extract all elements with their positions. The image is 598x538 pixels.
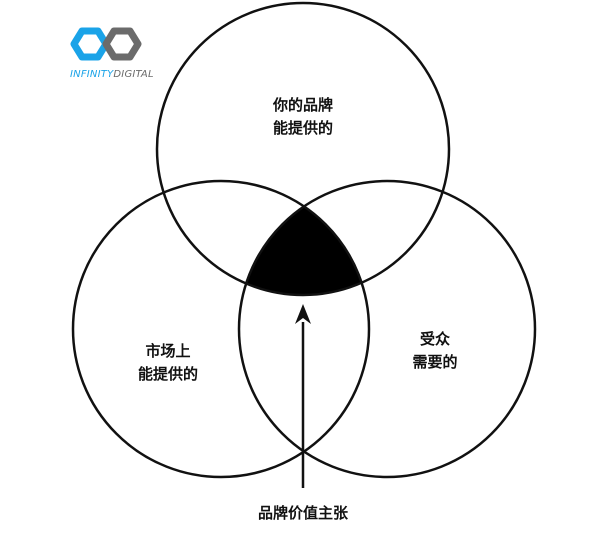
logo-text-primary: INFINITY [70, 69, 114, 80]
brand-offer-label-line1: 你的品牌 [272, 96, 333, 114]
logo-text-secondary: DIGITAL [113, 69, 153, 80]
logo-hexagon-blue-icon [70, 27, 110, 61]
value-proposition-caption: 品牌价值主张 [258, 504, 349, 522]
pointer-arrow-head-icon [295, 304, 311, 324]
logo-text: INFINITYDIGITAL [70, 69, 154, 80]
audience-needs-circle [237, 179, 537, 479]
audience-needs-label-line1: 受众 [420, 330, 450, 348]
audience-needs-label-line2: 需要的 [412, 353, 457, 371]
value-proposition-intersection [239, 181, 369, 295]
pointer-arrow [295, 304, 311, 488]
market-offer-label-line2: 能提供的 [138, 365, 198, 383]
infinity-digital-logo: INFINITYDIGITAL [70, 27, 154, 80]
brand-offer-circle [155, 1, 451, 297]
market-offer-circle [71, 179, 371, 479]
brand-offer-label-line2: 能提供的 [273, 119, 333, 137]
market-offer-label-line1: 市场上 [145, 342, 190, 360]
logo-hexagon-gray-icon [102, 27, 142, 61]
